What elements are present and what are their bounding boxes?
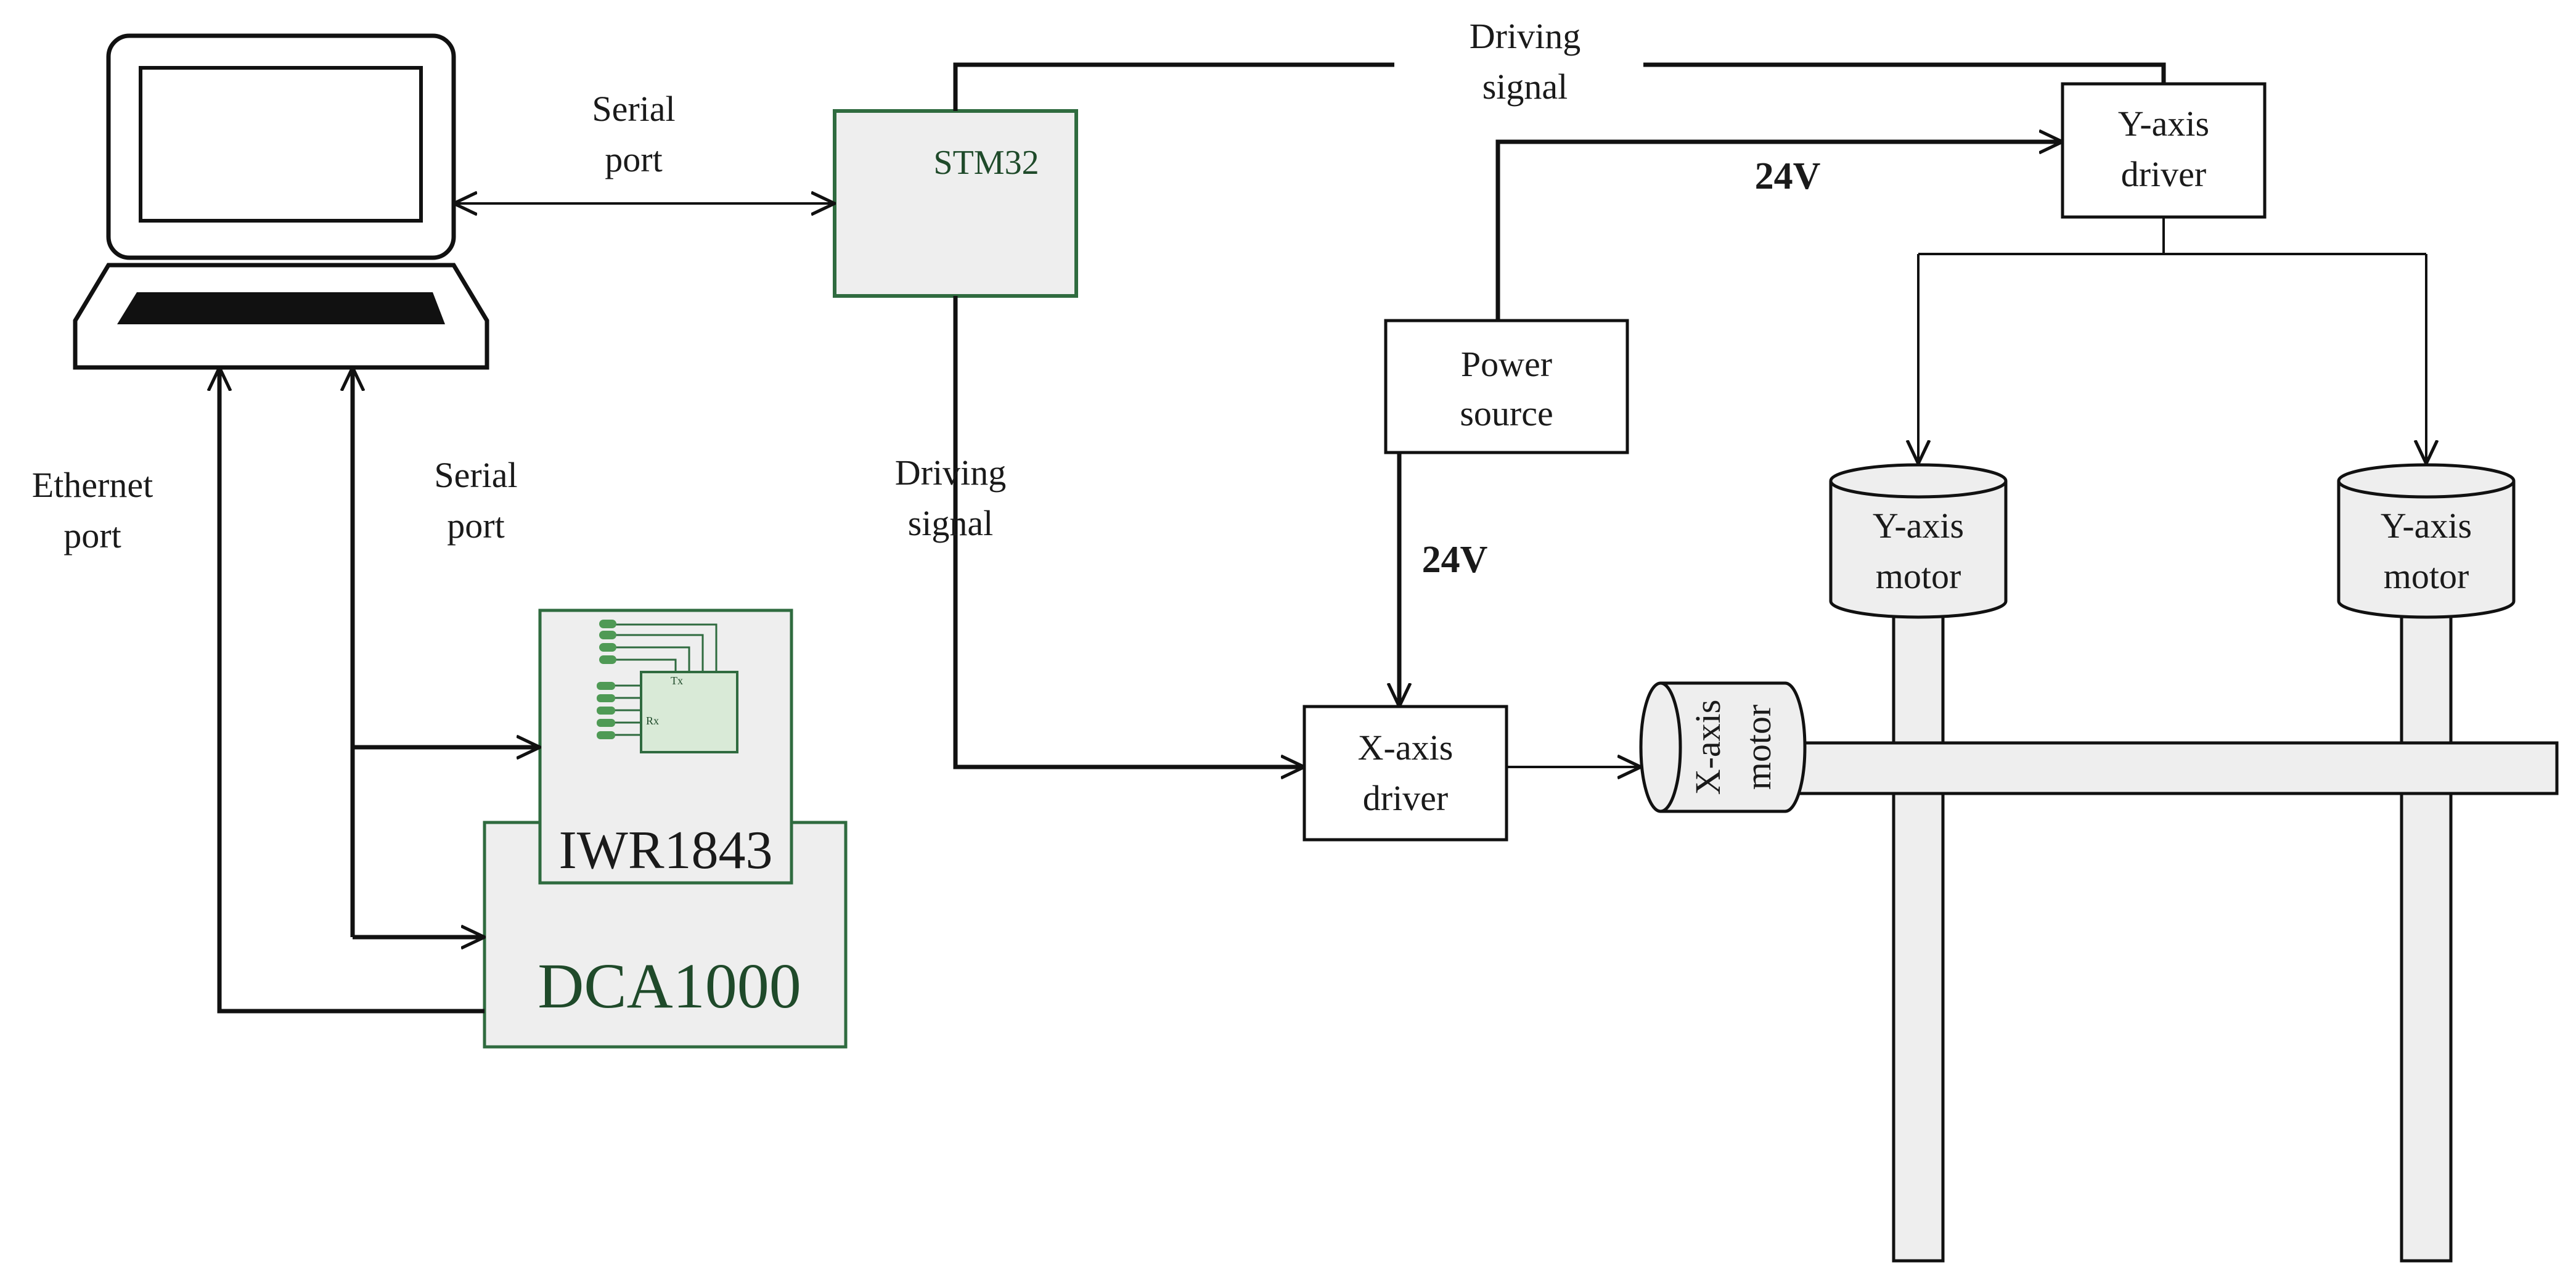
y-axis-driver-label-2: driver (2121, 154, 2207, 194)
y-axis-rail-left (1892, 612, 1945, 1263)
ethernet-port-label-1: Ethernet (32, 465, 153, 505)
y-axis-rail-right (2400, 612, 2453, 1263)
x-axis-rail (1788, 741, 2559, 795)
x-axis-driver-box: X-axis driver (1302, 705, 1508, 842)
x-axis-driver-label-2: driver (1363, 778, 1449, 818)
y-axis-motor-right: Y-axis motor (2337, 463, 2516, 619)
chip-tx-label: Tx (671, 674, 683, 687)
power-source-label-1: Power (1461, 344, 1552, 384)
serial-port-top-label-1: Serial (592, 89, 675, 129)
stm32-label: STM32 (933, 144, 1039, 182)
driving-signal-top-label-1: Driving (1470, 16, 1580, 56)
driving-signal-top-label-2: signal (1482, 67, 1568, 107)
y-axis-driver-box: Y-axis driver (2061, 82, 2267, 219)
driving-signal-mid-label-1: Driving (895, 453, 1006, 493)
x-axis-motor-label-1: X-axis (1688, 700, 1728, 795)
ethernet-link (219, 367, 485, 1014)
y-axis-motor-right-label-2: motor (2384, 556, 2469, 596)
y-axis-motor-left-label-2: motor (1876, 556, 1961, 596)
laptop-icon (73, 33, 489, 370)
driving-signal-y (953, 62, 1394, 111)
voltage-mid-label: 24V (1422, 539, 1488, 581)
dca1000-label: DCA1000 (538, 951, 801, 1022)
driving-signal-x (953, 296, 1304, 767)
voltage-top-label: 24V (1755, 155, 1821, 197)
power-source-label-2: source (1460, 393, 1553, 433)
x-axis-motor: X-axis motor (1639, 681, 1807, 813)
iwr1843-label: IWR1843 (558, 821, 772, 880)
driving-signal-mid-label-2: signal (908, 503, 994, 543)
ethernet-port-label-2: port (63, 515, 121, 555)
x-axis-driver-label-1: X-axis (1358, 728, 1454, 768)
iwr1843-board: IWR1843 Tx Rx (538, 609, 793, 885)
serial-port-top-label-2: port (605, 139, 662, 179)
power-link-y (1495, 142, 2063, 321)
y-axis-motor-left-label-1: Y-axis (1873, 506, 1964, 546)
x-axis-motor-label-2: motor (1738, 705, 1778, 790)
y-driver-to-motors (1917, 217, 2426, 464)
y-axis-driver-label-1: Y-axis (2118, 104, 2209, 144)
stm32-box: STM32 (833, 109, 1078, 298)
chip-rx-label: Rx (646, 715, 659, 727)
power-source-box: Power source (1384, 319, 1629, 454)
radar-chip-icon: Tx Rx (597, 620, 738, 753)
y-axis-motor-left: Y-axis motor (1829, 463, 2008, 619)
serial-port-left-label-1: Serial (434, 455, 517, 495)
serial-port-left-label-2: port (447, 506, 504, 546)
y-axis-motor-right-label-1: Y-axis (2381, 506, 2472, 546)
driving-signal-y-2 (1643, 62, 2166, 84)
